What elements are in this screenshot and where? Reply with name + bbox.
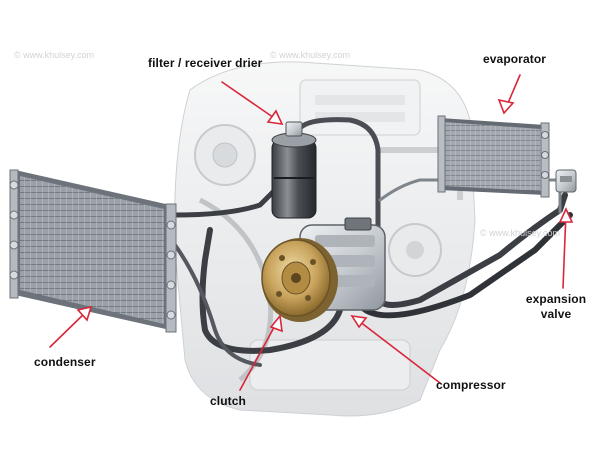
arrow-evaporator	[497, 74, 521, 115]
clutch-part	[261, 238, 338, 322]
arrow-expansion-valve	[558, 207, 574, 289]
label-expansion-valve: expansion valve	[514, 292, 598, 322]
arrow-filter-drier	[221, 81, 284, 125]
watermark: © www.khulsey.com	[270, 50, 350, 60]
label-expansion-valve-line2: valve	[540, 307, 572, 321]
label-filter-receiver-drier: filter / receiver drier	[148, 56, 263, 70]
arrow-clutch	[239, 314, 283, 391]
watermark: © www.khulsey.com	[14, 50, 94, 60]
condenser-unit	[9, 169, 177, 333]
expansion-valve-part	[555, 169, 577, 193]
label-clutch: clutch	[210, 394, 246, 408]
arrow-compressor	[350, 314, 441, 384]
arrow-condenser	[49, 305, 93, 348]
label-evaporator: evaporator	[483, 52, 547, 66]
evaporator-unit	[437, 115, 550, 198]
watermark: © www.khulsey.com	[480, 228, 560, 238]
label-expansion-valve-line1: expansion	[525, 292, 587, 306]
label-condenser: condenser	[34, 355, 96, 369]
label-compressor: compressor	[436, 378, 506, 392]
receiver-drier-part	[271, 121, 317, 219]
leader-arrows	[49, 74, 574, 391]
